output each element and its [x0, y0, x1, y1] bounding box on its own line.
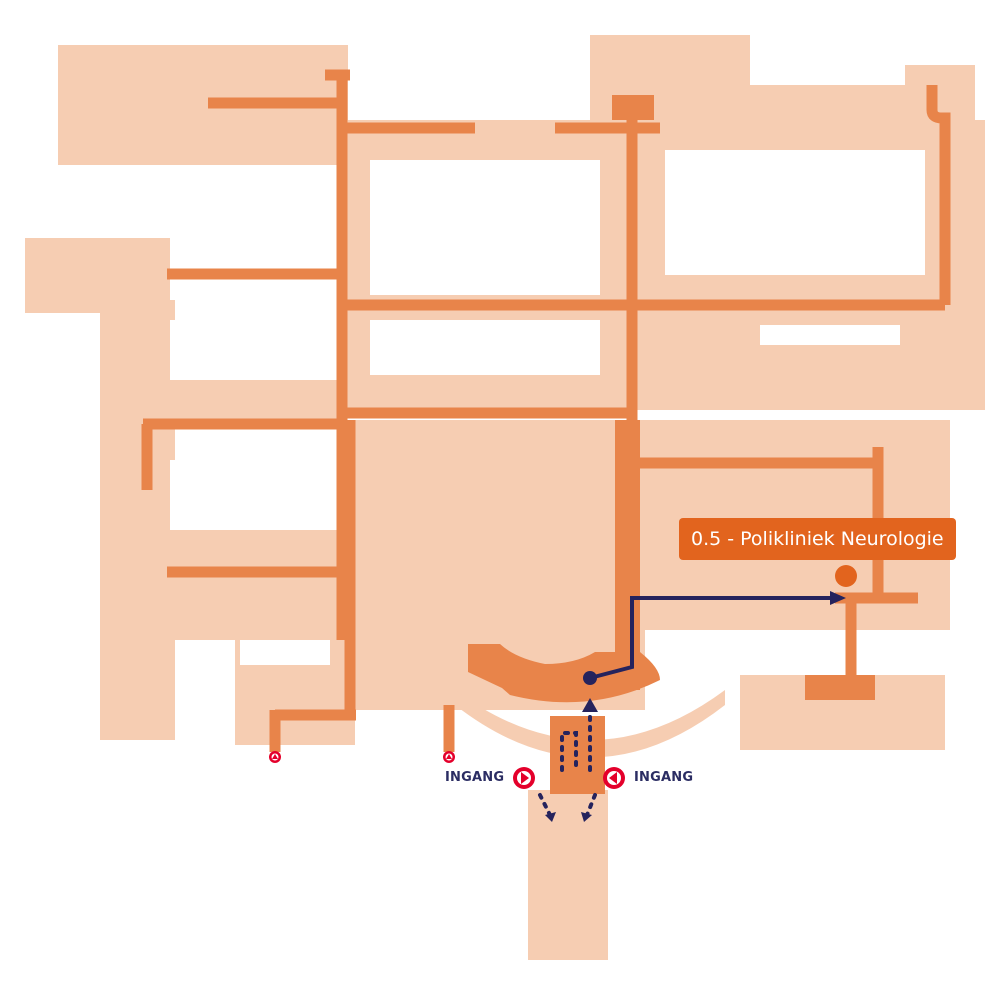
destination-label: 0.5 - Polikliniek Neurologie — [679, 518, 956, 560]
exit-marker — [443, 751, 455, 763]
route-arrow-left — [545, 812, 556, 822]
corridor-blocks — [468, 95, 875, 794]
entrance-label-right: INGANG — [634, 770, 694, 785]
destination-marker — [835, 565, 857, 587]
corridor-network — [141, 69, 951, 752]
current-location-marker — [583, 671, 597, 685]
courtyards — [170, 150, 925, 665]
walking-route — [538, 596, 830, 817]
entrance-marker-left[interactable] — [513, 767, 535, 789]
exit-marker — [269, 751, 281, 763]
route-arrow-head — [830, 591, 846, 605]
route-arrow-up — [582, 698, 598, 712]
route-arrow-right — [581, 812, 592, 822]
entrance-marker-right[interactable] — [603, 767, 625, 789]
entrance-label-left: INGANG — [445, 770, 505, 785]
